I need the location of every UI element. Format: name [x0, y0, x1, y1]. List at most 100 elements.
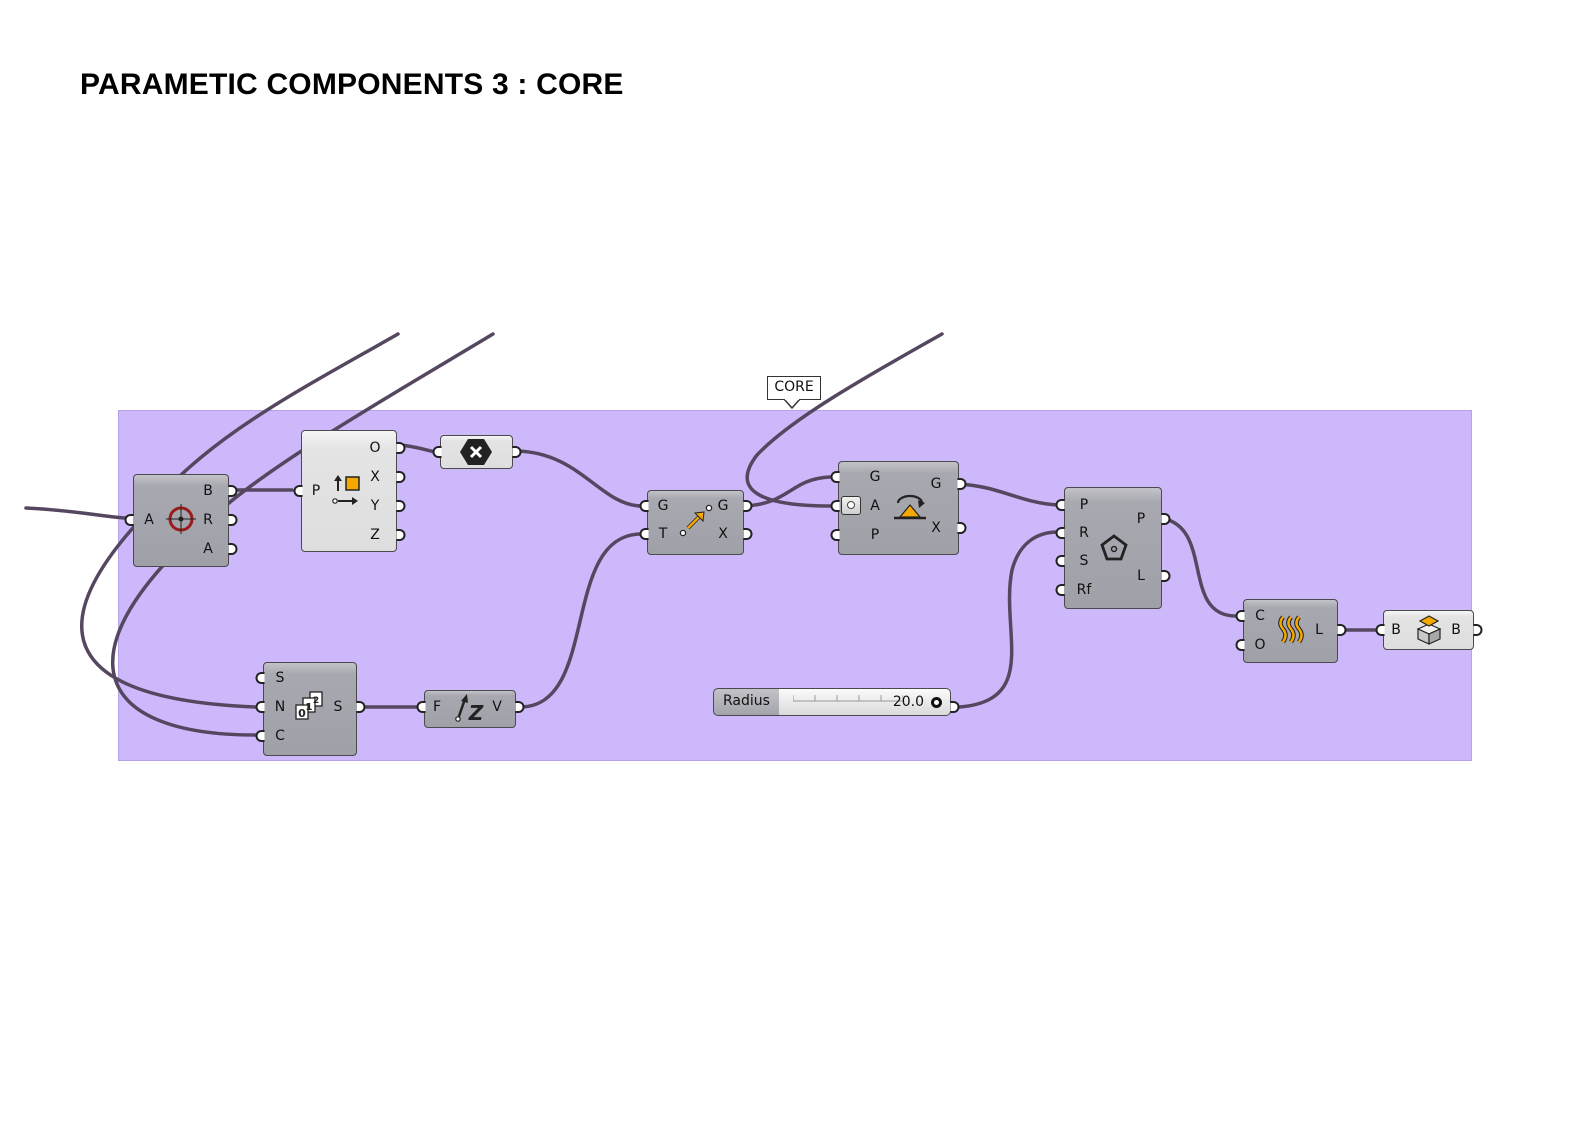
deconstruct-point-component[interactable] — [301, 430, 397, 552]
loft-input-grip-o[interactable] — [1235, 639, 1245, 651]
rotate-axis-icon — [894, 494, 926, 520]
move-input-t-label: T — [658, 526, 668, 542]
polygon-component[interactable] — [1064, 487, 1162, 609]
area-component[interactable] — [133, 474, 229, 567]
cap-input-grip[interactable] — [1375, 624, 1385, 636]
radius-slider-handle[interactable] — [931, 697, 942, 708]
polygon-input-grip-p[interactable] — [1055, 499, 1065, 511]
series-output-s-label: S — [333, 699, 343, 715]
radius-slider-track[interactable]: 20.0 — [779, 688, 951, 716]
pentagon-icon — [1100, 534, 1128, 561]
area-output-b-label: B — [203, 483, 213, 499]
polygon-input-r-label: R — [1079, 525, 1089, 541]
wire-negative-to-move-g — [514, 449, 643, 508]
cap-brep-icon — [1416, 615, 1442, 645]
polygon-output-grip-l[interactable] — [1161, 570, 1171, 582]
loft-input-grip-c[interactable] — [1235, 610, 1245, 622]
rotate-output-grip-g[interactable] — [957, 478, 967, 490]
rotate-input-grip-a[interactable] — [830, 500, 840, 512]
unit-z-output-grip[interactable] — [515, 701, 525, 713]
rotate-output-grip-x[interactable] — [957, 522, 967, 534]
series-input-grip-c[interactable] — [255, 730, 265, 742]
area-output-grip-a[interactable] — [228, 543, 238, 555]
deconstruct-output-y-label: Y — [370, 498, 380, 514]
polygon-input-grip-rf[interactable] — [1055, 584, 1065, 596]
radius-slider-label[interactable]: Radius — [713, 688, 780, 716]
series-output-grip-s[interactable] — [356, 701, 366, 713]
series-input-c-label: C — [275, 728, 285, 744]
polygon-input-p-label: P — [1079, 497, 1089, 513]
move-output-grip-g[interactable] — [743, 500, 753, 512]
radius-slider-output-grip[interactable] — [950, 701, 960, 713]
polygon-input-grip-s[interactable] — [1055, 555, 1065, 567]
cap-output-grip[interactable] — [1473, 624, 1483, 636]
svg-text:Z: Z — [468, 701, 484, 724]
area-output-grip-b[interactable] — [228, 485, 238, 497]
cap-input-b-label: B — [1391, 622, 1401, 638]
svg-text:1: 1 — [306, 702, 313, 713]
loft-input-c-label: C — [1255, 608, 1265, 624]
loft-input-o-label: O — [1254, 637, 1266, 653]
wire-unitz-to-move-t — [518, 532, 643, 709]
deconstruct-output-grip-y[interactable] — [396, 500, 406, 512]
loft-output-grip-l[interactable] — [1337, 624, 1347, 636]
crosshair-target-icon — [166, 504, 196, 534]
polygon-output-grip-p[interactable] — [1161, 513, 1171, 525]
input-parameter-icon — [841, 496, 861, 515]
loft-output-l-label: L — [1315, 622, 1323, 638]
series-input-grip-s[interactable] — [255, 672, 265, 684]
rotate-input-a-label: A — [870, 498, 880, 514]
rotate-output-x-label: X — [931, 520, 941, 536]
area-input-grip[interactable] — [124, 514, 134, 526]
area-input-a-label: A — [144, 512, 154, 528]
deconstruct-output-grip-o[interactable] — [396, 442, 406, 454]
loft-surfaces-icon — [1278, 615, 1304, 644]
deconstruct-output-grip-z[interactable] — [396, 529, 406, 541]
point-parameter-dot — [847, 501, 855, 509]
move-input-g-label: G — [657, 498, 669, 514]
deconstruct-output-z-label: Z — [370, 527, 380, 543]
series-input-s-label: S — [275, 670, 285, 686]
unit-z-input-f-label: F — [432, 699, 442, 715]
move-input-grip-t[interactable] — [639, 528, 649, 540]
rotate-input-p-label: P — [870, 527, 880, 543]
negative-output-grip[interactable] — [512, 446, 522, 458]
polygon-output-p-label: P — [1136, 511, 1146, 527]
deconstruct-input-grip[interactable] — [293, 485, 303, 497]
cap-output-b-label: B — [1451, 622, 1461, 638]
polygon-input-grip-r[interactable] — [1055, 527, 1065, 539]
move-output-grip-x[interactable] — [743, 528, 753, 540]
rotate-input-g-label: G — [869, 469, 881, 485]
wire-polygon-p-to-loft-c — [1158, 516, 1238, 618]
unit-z-input-grip[interactable] — [416, 701, 426, 713]
area-output-a-label: A — [203, 541, 213, 557]
negative-component[interactable] — [440, 435, 513, 469]
negate-hexagon-icon — [460, 439, 492, 465]
rotate-input-grip-p[interactable] — [830, 529, 840, 541]
unit-z-icon: Z — [455, 694, 484, 724]
series-numbers-icon: 0 1 2 — [295, 691, 323, 720]
polygon-input-s-label: S — [1079, 553, 1089, 569]
deconstruct-output-grip-x[interactable] — [396, 471, 406, 483]
wire-move-g-to-rotate-g — [742, 475, 832, 508]
move-input-grip-g[interactable] — [639, 500, 649, 512]
page-title: PARAMETIC COMPONENTS 3 : CORE — [80, 68, 624, 101]
deconstruct-output-o-label: O — [369, 440, 381, 456]
polygon-output-l-label: L — [1137, 568, 1145, 584]
cap-holes-component[interactable] — [1383, 610, 1474, 650]
svg-text:0: 0 — [298, 707, 306, 720]
wire-slider-to-polygon-r — [958, 530, 1060, 709]
svg-text:2: 2 — [313, 696, 319, 706]
area-output-r-label: R — [203, 512, 213, 528]
series-input-grip-n[interactable] — [255, 701, 265, 713]
move-output-x-label: X — [718, 526, 728, 542]
move-component[interactable] — [647, 490, 744, 555]
rotate-input-grip-g[interactable] — [830, 471, 840, 483]
area-output-grip-r[interactable] — [228, 514, 238, 526]
rotate-output-g-label: G — [930, 476, 942, 492]
group-label-pointer — [784, 399, 800, 409]
negative-input-grip[interactable] — [432, 446, 442, 458]
move-output-g-label: G — [717, 498, 729, 514]
slider-ticks — [793, 695, 903, 702]
